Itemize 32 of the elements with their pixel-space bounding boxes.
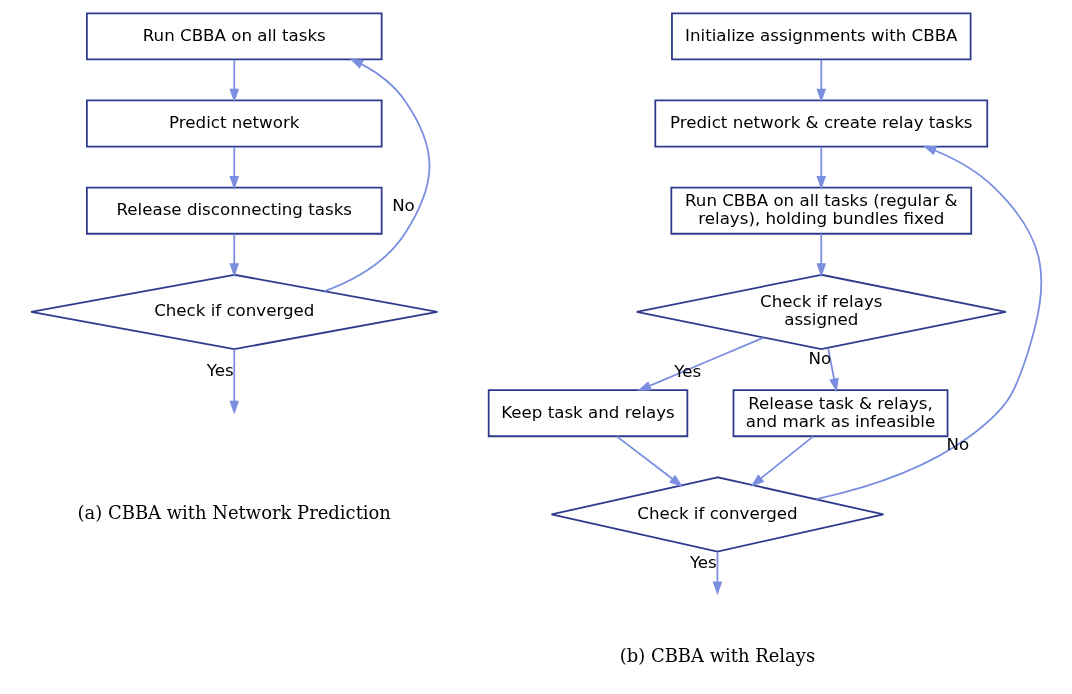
node-box: Run CBBA on all tasks (regular & relays), holding bundles fixed	[669, 186, 972, 235]
node-box: Keep task and relays	[487, 389, 688, 438]
node-box: Initialize assignments with CBBA	[670, 12, 971, 61]
node-box: Run CBBA on all tasks	[85, 12, 383, 61]
arrow	[228, 146, 239, 190]
arrow	[815, 59, 826, 103]
edge-label: No	[808, 349, 831, 369]
edge-label: Yes	[689, 553, 717, 573]
arrow	[228, 59, 239, 103]
arrow	[323, 58, 430, 293]
node-diamond: Check if converged	[29, 273, 438, 350]
edge-label: No	[391, 195, 415, 215]
arrow	[228, 232, 239, 278]
arrow	[814, 145, 1042, 501]
arrow	[636, 336, 764, 392]
arrow	[750, 435, 814, 487]
arrow	[228, 348, 239, 415]
label: (a) CBBA with Network Prediction	[77, 502, 391, 524]
edge-label: Yes	[673, 362, 701, 382]
arrow	[826, 347, 839, 393]
edge-label: No	[945, 434, 969, 454]
label: (b) CBBA with Relays	[619, 645, 815, 667]
arrow	[815, 146, 826, 190]
arrow	[615, 435, 683, 487]
node-box: Predict network	[85, 99, 383, 148]
node-box: Release task & relays, and mark as infeasible	[732, 389, 948, 438]
arrow	[815, 232, 826, 278]
node-box: Predict network & create relay tasks	[653, 99, 988, 148]
edge-label: Yes	[206, 360, 234, 380]
arrow	[712, 551, 722, 596]
node-diamond: Check if relays assigned	[635, 273, 1007, 350]
node-box: Release disconnecting tasks	[85, 186, 383, 235]
